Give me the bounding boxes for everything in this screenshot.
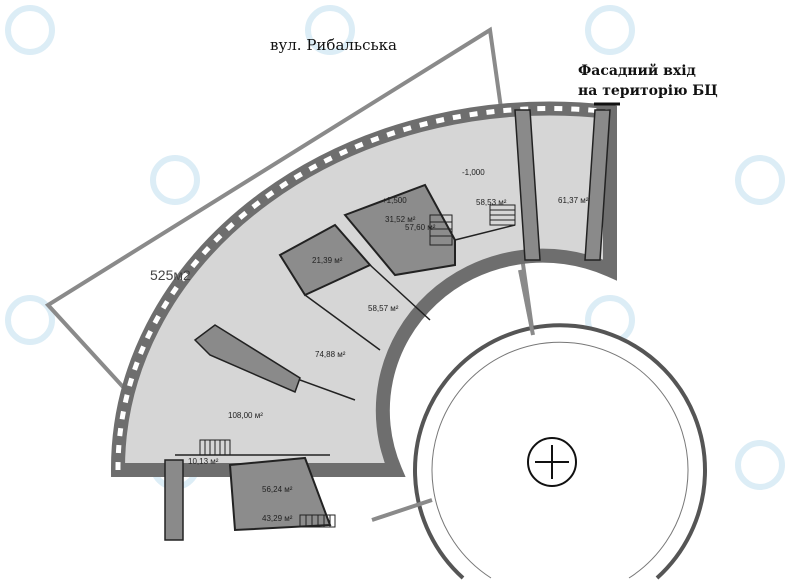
room-area: 56,24 м² (262, 485, 293, 494)
entrance-label-line1: Фасадний вхід (578, 62, 696, 79)
grid-line (371, 498, 433, 522)
site-area-label: 525м2 (150, 267, 191, 283)
room-area: 74,88 м² (315, 350, 346, 359)
room-area: 21,39 м² (312, 256, 343, 265)
stairs (199, 204, 516, 528)
entrance-label-line2: на територію БЦ (578, 83, 718, 99)
room-area: 57,60 м² (405, 223, 436, 232)
street-label: вул. Рибальська (270, 36, 397, 54)
room-area: 108,00 м² (228, 411, 263, 420)
room-area: 10,13 м² (188, 457, 219, 466)
room-area: 58,57 м² (368, 304, 399, 313)
elevation-mark: +1,500 (382, 196, 407, 205)
room-area: 61,37 м² (558, 196, 589, 205)
grid-line (518, 269, 535, 336)
room-dark-31 (343, 183, 456, 277)
elevation-mark: -1,000 (462, 168, 485, 177)
room-area: 31,52 м² (385, 215, 416, 224)
room-area: 43,29 м² (262, 514, 293, 523)
courtyard (413, 323, 707, 580)
room-area: 58,53 м² (476, 198, 507, 207)
partition-walls (164, 109, 611, 541)
